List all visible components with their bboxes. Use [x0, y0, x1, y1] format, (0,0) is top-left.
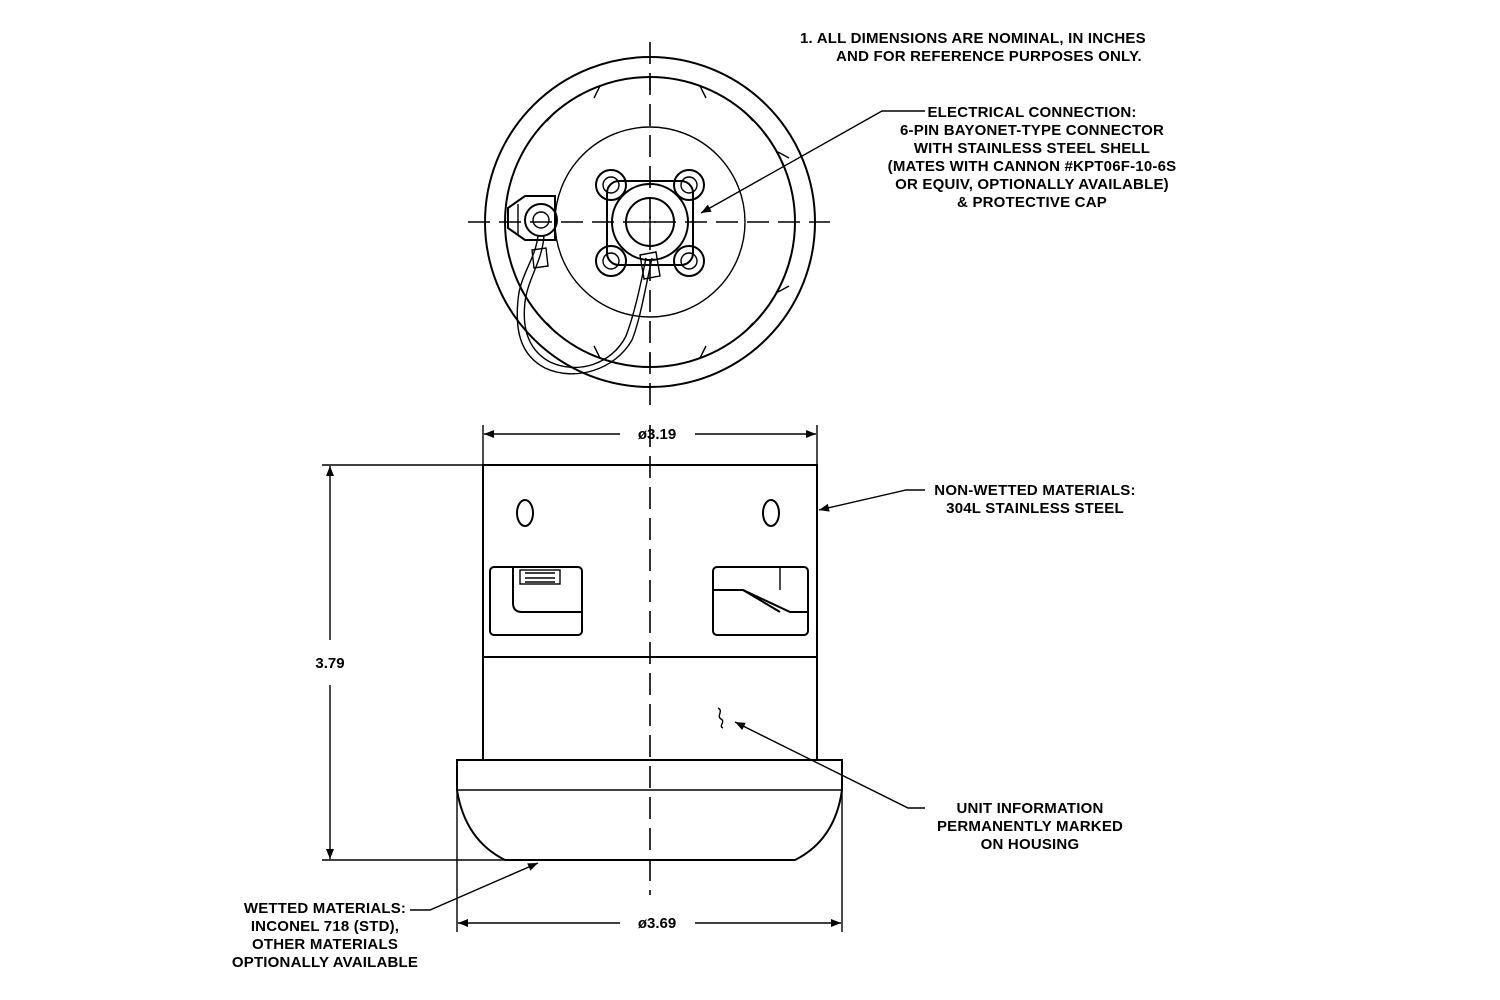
unit-info-leader	[734, 721, 925, 809]
unit-marking	[717, 707, 724, 729]
unit-information-note: UNIT INFORMATION PERMANENTLY MARKED ON H…	[936, 800, 1124, 853]
leader-lines	[410, 110, 925, 911]
window-left	[489, 566, 583, 636]
electrical-leader	[700, 110, 925, 214]
dimension-lines: ø3.19 3.79 ø3.69	[315, 425, 843, 932]
general-note: 1. ALL DIMENSIONS ARE NOMINAL, IN INCHES…	[800, 30, 1146, 66]
non-wetted-leader	[818, 489, 925, 512]
wetted-flange	[456, 759, 843, 861]
non-wetted-materials-note: NON-WETTED MATERIALS: 304L STAINLESS STE…	[934, 482, 1136, 517]
window-right	[712, 566, 809, 636]
wetted-materials-note: WETTED MATERIALS: INCONEL 718 (STD), OTH…	[231, 900, 419, 971]
mounting-hole-left	[516, 499, 534, 527]
bottom-diameter-label: ø3.69	[638, 915, 676, 932]
general-note-line-1: 1. ALL DIMENSIONS ARE NOMINAL, IN INCHES	[800, 30, 1146, 47]
general-note-line-2: AND FOR REFERENCE PURPOSES ONLY.	[836, 48, 1142, 65]
cap-retainer-fitting	[507, 195, 558, 241]
top-view	[468, 42, 830, 405]
outer-flange-circle	[484, 56, 816, 388]
cap-lanyard	[516, 235, 661, 375]
top-diameter-label: ø3.19	[638, 426, 676, 443]
housing-tick-marks	[546, 77, 790, 367]
side-view	[456, 425, 843, 895]
wetted-leader	[410, 862, 539, 911]
mounting-hole-right	[762, 499, 780, 527]
electrical-connection-note: ELECTRICAL CONNECTION: 6-PIN BAYONET-TYP…	[887, 104, 1177, 211]
bayonet-connector	[595, 169, 705, 277]
height-label: 3.79	[315, 655, 344, 672]
